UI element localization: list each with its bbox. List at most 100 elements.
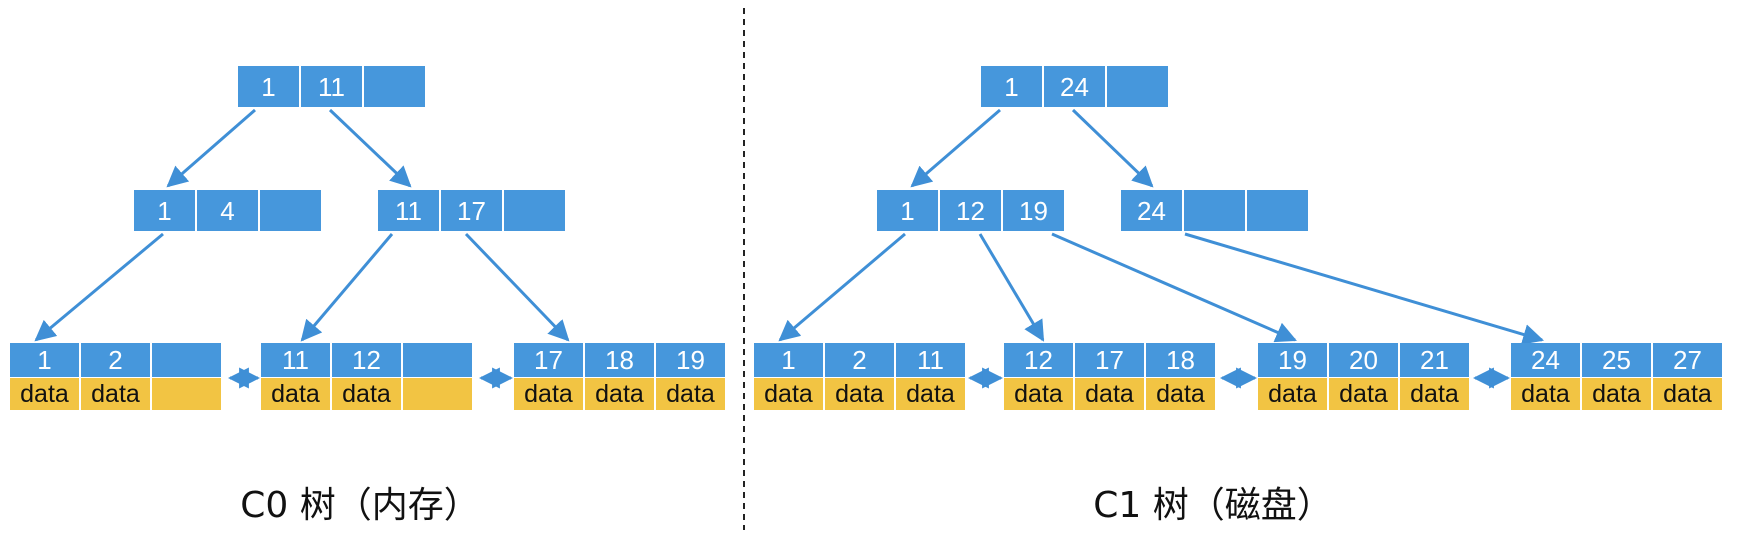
c1-leaf-node-2-data-cell-0: [1004, 378, 1073, 410]
c1-leaf-node-4: 24 data 25 data 27 data: [1511, 343, 1722, 410]
c0-internal-node-1-key-0: 1: [157, 196, 171, 226]
c0-leaf-node-3-key-cell-0: [514, 343, 583, 377]
c1-leaf-node-3-data-2: data: [1410, 380, 1459, 408]
c1-root-node-cell-1: [1044, 66, 1105, 107]
arrows-layer: [34, 108, 1545, 389]
c0-root-node-cell-2: [364, 66, 425, 107]
c1-leaf-node-4-data-0: data: [1521, 380, 1570, 408]
c1-leaf-node-2-data-cell-2: [1146, 378, 1215, 410]
c1-root-node-key-0: 1: [1004, 72, 1018, 102]
c0-leaf-node-3-data-0: data: [524, 380, 573, 408]
c1-leaf-node-2-data-cell-1: [1075, 378, 1144, 410]
c0-leaf-node-3-key-cell-2: [656, 343, 725, 377]
c1-leaf-node-1-key-1: 2: [852, 345, 866, 375]
c1-leaf-node-3-data-cell-2: [1400, 378, 1469, 410]
c0-arrow-root-to-internal-1: [166, 108, 256, 188]
c1-root-node-key-1: 24: [1060, 72, 1089, 102]
c0-leaf-node-1-data-cell-0: [10, 378, 79, 410]
c0-leaf-node-2-data-cell-1: [332, 378, 401, 410]
c1-leaf-node-1-data-cell-1: [825, 378, 894, 410]
c0-internal-node-1-key-1: 4: [220, 196, 234, 226]
c1-leaf-node-4-key-cell-0: [1511, 343, 1580, 377]
c1-leaf-node-4-key-0: 24: [1531, 345, 1560, 375]
c1-tree-caption: C1 树（磁盘）: [1093, 485, 1333, 526]
c0-leaf-node-3-key-cell-1: [585, 343, 654, 377]
c1-leaf-node-3-data-cell-1: [1329, 378, 1398, 410]
c0-leaf-node-1-key-0: 1: [37, 345, 51, 375]
c0-internal-node-1-cell-2: [260, 190, 321, 231]
c0-leaf-node-2-data-0: data: [271, 380, 320, 408]
c0-leaf-node-2-key-cell-2: [403, 343, 472, 377]
c1-internal-node-2: 24: [1121, 190, 1308, 231]
c1-leaf-node-1-key-cell-1: [825, 343, 894, 377]
c1-leaf-node-2-key-cell-0: [1004, 343, 1073, 377]
c0-leaf-node-1-data-1: data: [91, 380, 140, 408]
c1-leaf-node-4-key-cell-2: [1653, 343, 1722, 377]
c0-arrow-internal-2-to-leaf-2: [300, 233, 394, 342]
c1-leaf-node-2-key-cell-1: [1075, 343, 1144, 377]
c1-leaf-node-1-key-cell-2: [896, 343, 965, 377]
c1-leaf-node-1-data-cell-2: [896, 378, 965, 410]
c0-leaf-node-1-data-cell-2: [152, 378, 221, 410]
c1-leaf-node-4-key-1: 25: [1602, 345, 1631, 375]
c0-leaf-node-3-key-1: 18: [605, 345, 634, 375]
c1-internal-node-2-cell-2: [1247, 190, 1308, 231]
c1-arrow-internal-1-to-leaf-3: [1051, 232, 1297, 343]
c1-leaf-node-1-data-cell-0: [754, 378, 823, 410]
c1-internal-node-1-cell-1: [940, 190, 1001, 231]
c1-leaf-node-3-data-0: data: [1268, 380, 1317, 408]
c1-internal-node-1-cell-0: [877, 190, 938, 231]
c1-leaf-node-4-key-cell-1: [1582, 343, 1651, 377]
c1-leaf-node-2-key-2: 18: [1166, 345, 1195, 375]
c1-internal-node-2-cell-0: [1121, 190, 1182, 231]
c1-internal-node-2-key-0: 24: [1137, 196, 1166, 226]
c1-leaf-node-1-data-2: data: [906, 380, 955, 408]
c1-internal-node-1: 1 12 19: [877, 190, 1064, 231]
c1-internal-node-1-key-0: 1: [900, 196, 914, 226]
c0-arrow-root-to-internal-2: [328, 108, 412, 188]
c1-arrow-root-to-internal-2: [1071, 108, 1154, 188]
c0-leaf-node-3-data-cell-2: [656, 378, 725, 410]
c0-leaf-node-3-data-cell-1: [585, 378, 654, 410]
c1-internal-node-1-key-2: 19: [1019, 196, 1048, 226]
c1-root-node: 1 24: [981, 66, 1168, 107]
c1-leaf-node-4-data-2: data: [1663, 380, 1712, 408]
c0-tree-caption: C0 树（内存）: [240, 485, 480, 526]
c1-leaf-node-3-key-0: 19: [1278, 345, 1307, 375]
c1-leaf-node-3-key-2: 21: [1420, 345, 1449, 375]
c0-root-node-key-1: 11: [318, 72, 345, 102]
c1-leaf-node-3: 19 data 20 data 21 data: [1258, 343, 1469, 410]
c0-leaf-node-1-data-0: data: [20, 380, 69, 408]
c1-leaf-node-4-data-cell-0: [1511, 378, 1580, 410]
c0-internal-node-2-cell-2: [504, 190, 565, 231]
c1-leaf-node-3-key-1: 20: [1349, 345, 1378, 375]
c0-root-node-cell-0: [238, 66, 299, 107]
c0-leaf-node-2-data-1: data: [342, 380, 391, 408]
c0-leaf-node-3-key-0: 17: [534, 345, 563, 375]
c1-leaf-node-1-data-0: data: [764, 380, 813, 408]
c1-internal-node-1-key-1: 12: [956, 196, 985, 226]
c0-leaf-node-1-key-cell-2: [152, 343, 221, 377]
c0-leaf-node-3-data-cell-0: [514, 378, 583, 410]
c0-arrow-internal-2-to-leaf-3: [464, 232, 570, 342]
c1-leaf-node-4-data-1: data: [1592, 380, 1641, 408]
c1-leaf-node-4-data-cell-2: [1653, 378, 1722, 410]
c1-root-node-cell-2: [1107, 66, 1168, 107]
c1-leaf-node-1-data-1: data: [835, 380, 884, 408]
c0-leaf-node-2-key-cell-0: [261, 343, 330, 377]
c0-internal-node-1-cell-1: [197, 190, 258, 231]
c1-leaf-node-1-key-2: 11: [917, 345, 944, 375]
c0-root-node-key-0: 1: [261, 72, 275, 102]
c1-leaf-node-4-key-2: 27: [1673, 345, 1702, 375]
c0-internal-node-2-key-1: 17: [457, 196, 486, 226]
c1-leaf-node-3-data-1: data: [1339, 380, 1388, 408]
c0-leaf-node-2-data-cell-0: [261, 378, 330, 410]
